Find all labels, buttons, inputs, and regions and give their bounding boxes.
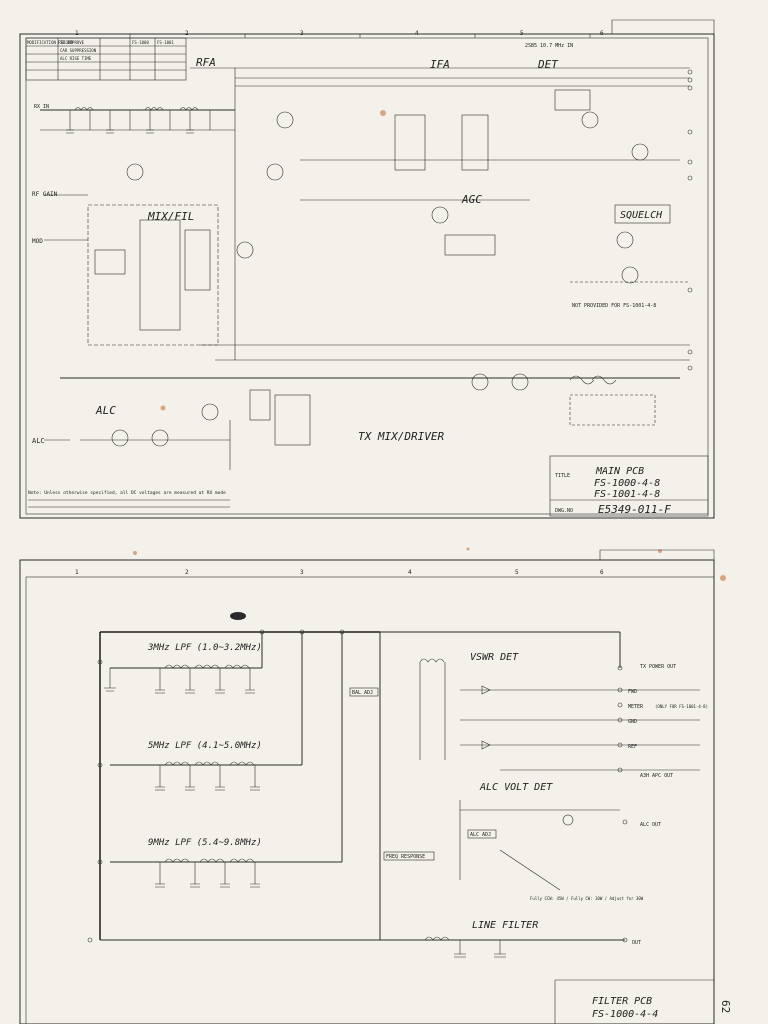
output-label: METER [628,704,644,710]
lpf5-label: 5MHz LPF (4.1~5.0MHz) [148,741,262,751]
page-number: 62 [719,1000,732,1013]
output-label: OUT [632,940,641,946]
page2-filter-pcb: 1 2 3 4 5 6 3MHz LPF (1.0~3.2MHz) 5MHz L… [19,549,732,1024]
bal-adj-box: BAL ADJ [352,690,373,696]
txmix-label: TX MIX/DRIVER [358,430,444,443]
col-num: 1 [75,569,79,576]
page1-title-block: TITLE MAIN PCB FS-1000-4-8 FS-1001-4-8 D… [549,455,709,517]
rfa-label: RFA [196,56,216,69]
col-num: 5 [520,30,524,37]
output-label: REF [628,744,637,750]
freq-response-box: FREQ RESPONSE [386,854,425,860]
lpf3-label: 3MHz LPF (1.0~3.2MHz) [147,643,262,653]
alc-adj-box: ALC ADJ [470,832,491,838]
col-num: 6 [600,30,604,37]
output-label: FWD [628,689,637,695]
ifa-label: IFA [430,58,450,71]
title-text: MAIN PCB [595,466,644,477]
dwg-key: DWG.NO [555,508,573,514]
model-1: FS-1000-4-8 [594,478,660,489]
output-label: GND [628,719,637,725]
power-note: Fully CCW: 45W / Fully CW: 10W / Adjust … [530,896,644,901]
revision-header: MODIFICATION RECORD [27,40,73,45]
dwg-number: E5349-011-F [598,503,671,516]
page2-title-block: FILTER PCB FS-1000-4-4 62 [554,979,732,1024]
col-num: 6 [600,569,604,576]
not-provided-note: NOT PROVIDED FOR FS-1001-4-8 [572,303,656,309]
squelch-label: SQUELCH [620,210,663,221]
alcvolt-label: ALC VOLT DET [479,782,553,793]
revision-row: ALC RISE TIME [60,56,92,61]
col-num: 5 [515,569,519,576]
col-num: 2 [185,30,189,37]
title-text: FILTER PCB [592,996,652,1007]
revision-table: MODIFICATION RECORD TO IMPROVE FS-1000 F… [25,37,187,81]
revision-header: TO IMPROVE [60,40,85,45]
linefilter-label: LINE FILTER [472,920,538,931]
model-text: FS-1000-4-4 [592,1009,658,1020]
page1-main-pcb: 1 2 3 4 5 6 MODIFICATION RECORD TO IMPRO… [19,19,715,519]
revision-header: FS-1001 [157,40,174,45]
col-num: 4 [408,569,412,576]
output-label: ALC OUT [640,822,661,828]
col-num: 3 [300,569,304,576]
paper-stains [133,110,726,581]
col-num: 3 [300,30,304,37]
general-note: Note: Unless otherwise specified, all DC… [28,490,226,496]
det-label: DET [537,58,559,71]
alc-label: ALC [95,404,116,417]
col-num: 2 [185,569,189,576]
rf-gain-label: RF GAIN [32,191,58,198]
output-label: TX POWER OUT [640,664,676,670]
vswr-label: VSWR DET [470,652,519,663]
col-num: 1 [75,30,79,37]
mod-label: MOD [32,238,43,245]
agc-label: AGC [461,193,482,206]
meter-note: (ONLY FOR FS-1001-4-8) [655,704,708,709]
col-num: 4 [415,30,419,37]
top-note: 2SB5 10.7 MHz IN [525,43,573,49]
revision-row: CAR SUPPRESSION [60,48,97,53]
title-key: TITLE [555,473,570,479]
output-label: A3H APC OUT [640,773,673,779]
rx-in-label: RX IN [34,104,49,110]
model-2: FS-1001-4-8 [594,489,660,500]
alc-input-label: ALC [32,437,45,445]
lpf9-label: 9MHz LPF (5.4~9.8MHz) [148,838,262,848]
revision-header: FS-1000 [132,40,149,45]
mixfil-label: MIX/FIL [147,210,194,223]
